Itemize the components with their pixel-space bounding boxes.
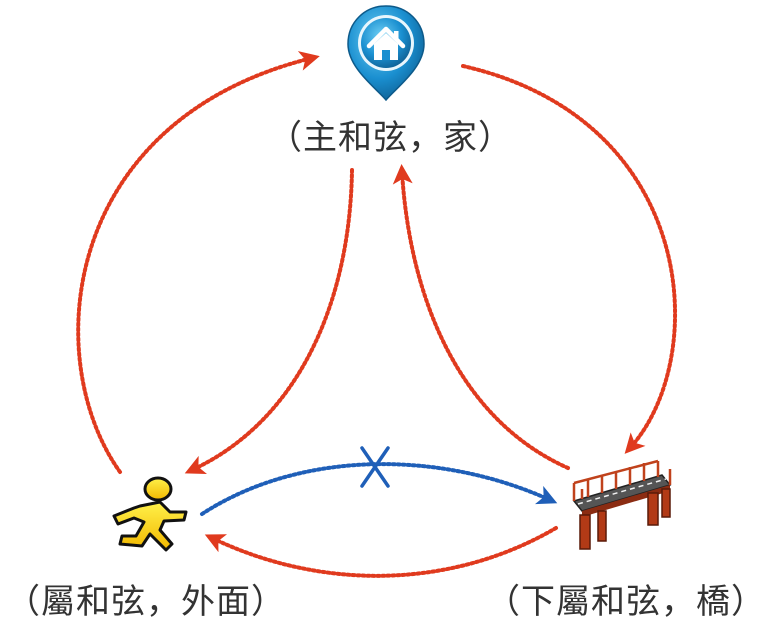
blocked-x-icon (360, 446, 390, 488)
arrow-outside-to-home (76, 51, 320, 474)
arrow-home-to-bridge (461, 64, 678, 454)
arrow-home-to-outside (184, 168, 354, 475)
node-label-outside: （屬和弦，外面） (6, 582, 286, 622)
arrow-outside-to-bridge (200, 462, 558, 516)
node-label-bridge: （下屬和弦，橋） (486, 582, 765, 622)
bridge-icon (572, 459, 672, 550)
arrow-bridge-to-outside (204, 526, 558, 578)
home-pin-icon (347, 5, 425, 102)
node-label-home: （主和弦，家） (268, 118, 513, 158)
arrow-bridge-to-home (392, 164, 570, 470)
running-figure-icon (112, 476, 188, 552)
